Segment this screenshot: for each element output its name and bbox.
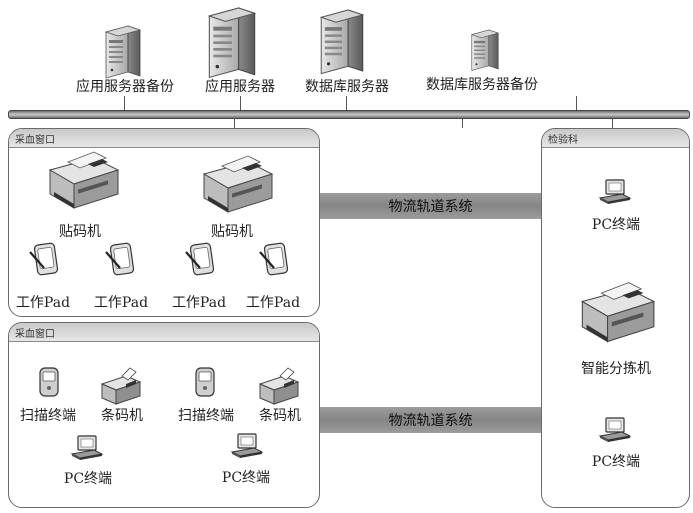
label-printer-label: 条码机 [101, 408, 143, 424]
pc-icon [599, 179, 631, 205]
tablet-icon [28, 241, 60, 277]
label-printer-icon [259, 367, 299, 405]
panel-header: 采血窗口 [9, 323, 319, 342]
barcode-labeler-icon [203, 155, 273, 213]
pc-label: PC终端 [63, 471, 113, 487]
pc-icon [599, 417, 631, 443]
connector-line [234, 118, 235, 128]
panel-title: 采血窗口 [15, 135, 55, 146]
logistics-track: 物流轨道系统 [320, 407, 541, 433]
labeler-label: 贴码机 [59, 224, 101, 240]
scanner-icon [195, 367, 215, 397]
connector-line [346, 96, 347, 110]
server-label: 数据库服务器 [305, 79, 389, 95]
network-bus [8, 110, 690, 119]
label-printer-icon [101, 367, 141, 405]
pc-label: PC终端 [221, 470, 271, 486]
connector-line [240, 96, 241, 110]
server-label: 应用服务器备份 [76, 79, 174, 95]
connector-line [576, 96, 577, 110]
blood-collection-panel-top: 采血窗口 [8, 128, 320, 317]
logistics-track: 物流轨道系统 [320, 193, 541, 219]
tablet-icon [258, 241, 290, 277]
server-icon [208, 7, 256, 79]
server-icon [105, 25, 141, 79]
panel-header: 检验科 [542, 129, 689, 148]
panel-title: 检验科 [548, 135, 578, 146]
scanner-icon [39, 367, 59, 397]
barcode-labeler-icon [49, 151, 119, 209]
server-icon [320, 9, 364, 75]
pc-label: PC终端 [591, 217, 641, 233]
server-icon [471, 29, 499, 71]
pad-label: 工作Pad [15, 295, 71, 311]
pc-label: PC终端 [591, 454, 641, 470]
pc-icon [231, 433, 263, 459]
scanner-label: 扫描终端 [178, 408, 234, 424]
connector-line [124, 96, 125, 110]
tablet-icon [104, 241, 136, 277]
scanner-label: 扫描终端 [20, 408, 76, 424]
panel-header: 采血窗口 [9, 129, 319, 148]
pad-label: 工作Pad [171, 295, 227, 311]
sorter-label: 智能分拣机 [581, 361, 651, 377]
tablet-icon [184, 241, 216, 277]
pad-label: 工作Pad [245, 295, 301, 311]
server-label: 数据库服务器备份 [426, 77, 538, 93]
pc-icon [71, 435, 103, 461]
panel-title: 采血窗口 [15, 329, 55, 340]
label-printer-label: 条码机 [259, 408, 301, 424]
blood-collection-panel-bottom: 采血窗口 [8, 322, 320, 508]
connector-line [462, 118, 463, 128]
connector-line [612, 118, 613, 128]
server-label: 应用服务器 [205, 79, 275, 95]
labeler-label: 贴码机 [211, 224, 253, 240]
pad-label: 工作Pad [93, 295, 149, 311]
sorter-icon [581, 282, 655, 343]
